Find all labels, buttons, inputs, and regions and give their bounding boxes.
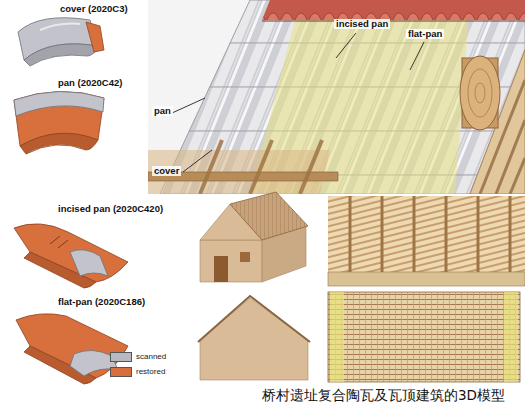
pan-tile bbox=[14, 91, 104, 154]
part-label: flat-pan bbox=[406, 29, 444, 39]
house-model bbox=[200, 192, 308, 282]
legend-swatch bbox=[110, 367, 132, 377]
legend-text: restored bbox=[136, 367, 165, 376]
roof-plan bbox=[328, 292, 520, 382]
incised-pan-tile bbox=[14, 224, 128, 288]
legend-swatch bbox=[110, 352, 132, 362]
part-label: pan bbox=[152, 106, 173, 116]
part-label: flat-pan (2020C186) bbox=[58, 297, 145, 307]
part-label: pan (2020C42) bbox=[58, 78, 122, 88]
part-label: cover (2020C3) bbox=[60, 4, 128, 14]
part-label: cover bbox=[152, 166, 181, 176]
figure-caption: 桥村遗址复合陶瓦及瓦顶建筑的3D模型 bbox=[262, 387, 505, 405]
roof-render bbox=[148, 0, 525, 194]
house-elevation bbox=[198, 296, 310, 380]
roof-interior bbox=[328, 196, 525, 286]
legend-text: scanned bbox=[136, 352, 166, 361]
cover-tile bbox=[18, 18, 104, 66]
part-label: incised pan bbox=[334, 19, 390, 29]
part-label: incised pan (2020C420) bbox=[58, 204, 163, 214]
